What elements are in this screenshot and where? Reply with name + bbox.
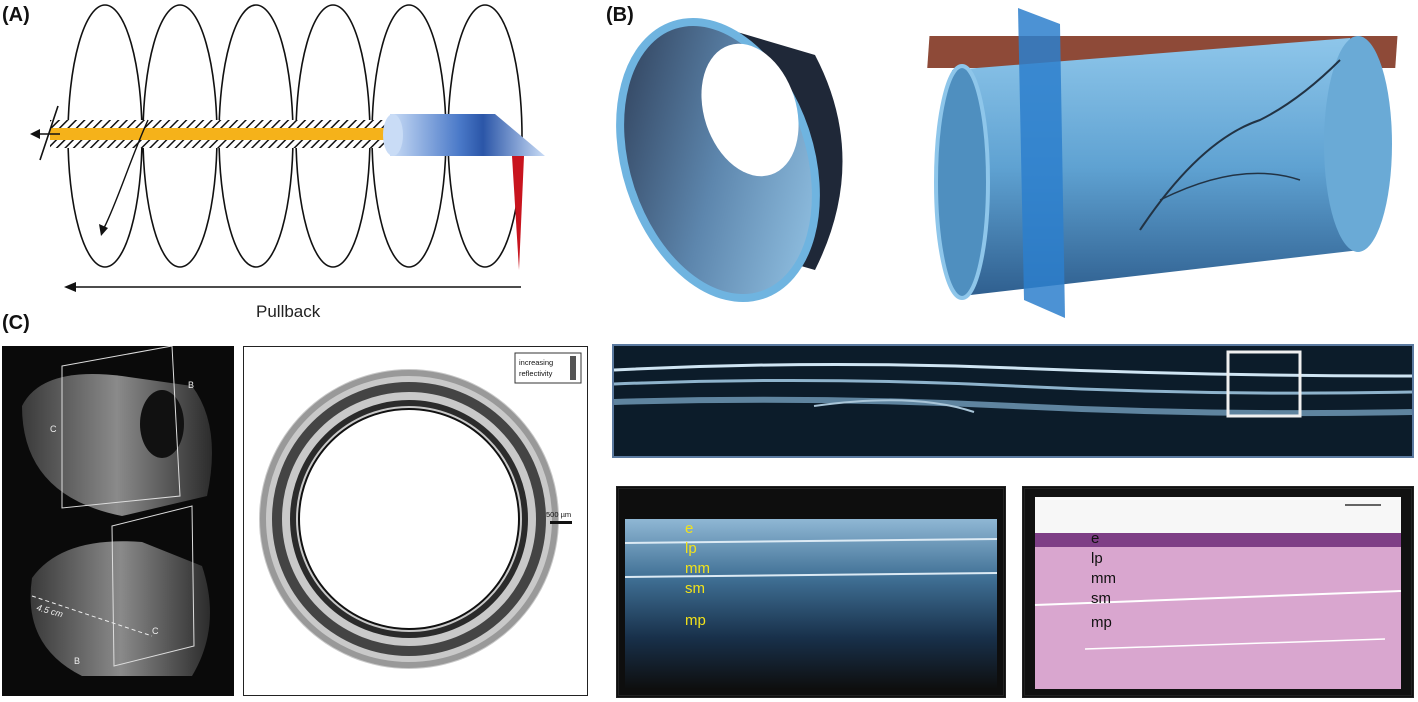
ring-cross-section-panel: increasing reflectivity 500 µm xyxy=(243,346,588,696)
long-tube-render xyxy=(927,8,1398,318)
layer-label-mp: mp xyxy=(685,612,706,629)
panel-a-label: (A) xyxy=(2,4,30,26)
cutaway-render-panel: B C B C 4.5 cm xyxy=(2,345,234,696)
layer-label-sm: sm xyxy=(685,580,705,597)
arrow-left-icon xyxy=(30,129,40,139)
catheter-core xyxy=(50,128,390,140)
scale-bar xyxy=(550,521,572,524)
zoom-region-box xyxy=(1226,350,1302,418)
panel-c-label: (C) xyxy=(2,312,30,334)
histology-panel: e lp mm sm mp xyxy=(1022,486,1414,698)
histology-label-mm: mm xyxy=(1091,570,1116,587)
catheter-helix-diagram xyxy=(30,4,545,292)
oct-longitudinal-strip xyxy=(612,344,1414,458)
rotation-arrow-icon xyxy=(99,224,108,236)
oct-zoom-panel: e lp mm sm mp xyxy=(616,486,1006,698)
legend-text-reflectivity: reflectivity xyxy=(519,369,553,378)
pullback-label: Pullback xyxy=(256,302,321,321)
cut-label-c-top: C xyxy=(50,424,57,434)
light-beam xyxy=(512,156,524,270)
cut-label-c-bottom: C xyxy=(152,626,159,636)
layer-label-e: e xyxy=(685,520,694,537)
panel-b-label: (B) xyxy=(606,4,634,26)
pullback-arrow-icon xyxy=(64,282,76,292)
cut-label-b-top: B xyxy=(188,380,194,390)
catheter-lens xyxy=(390,114,545,156)
layer-label-mm: mm xyxy=(685,560,710,577)
scale-bar-label: 500 µm xyxy=(546,510,571,519)
3d-tube-renderings xyxy=(616,8,1398,318)
legend-text-increasing: increasing xyxy=(519,358,553,367)
cutting-plane-vertical xyxy=(1018,8,1065,318)
histology-label-e: e xyxy=(1091,530,1100,547)
layer-label-lp: lp xyxy=(685,540,697,557)
histology-label-lp: lp xyxy=(1091,550,1103,567)
short-tube-render xyxy=(616,17,843,303)
histology-label-sm: sm xyxy=(1091,590,1111,607)
cut-label-b-bottom: B xyxy=(74,656,80,666)
histology-label-mp: mp xyxy=(1091,614,1112,631)
